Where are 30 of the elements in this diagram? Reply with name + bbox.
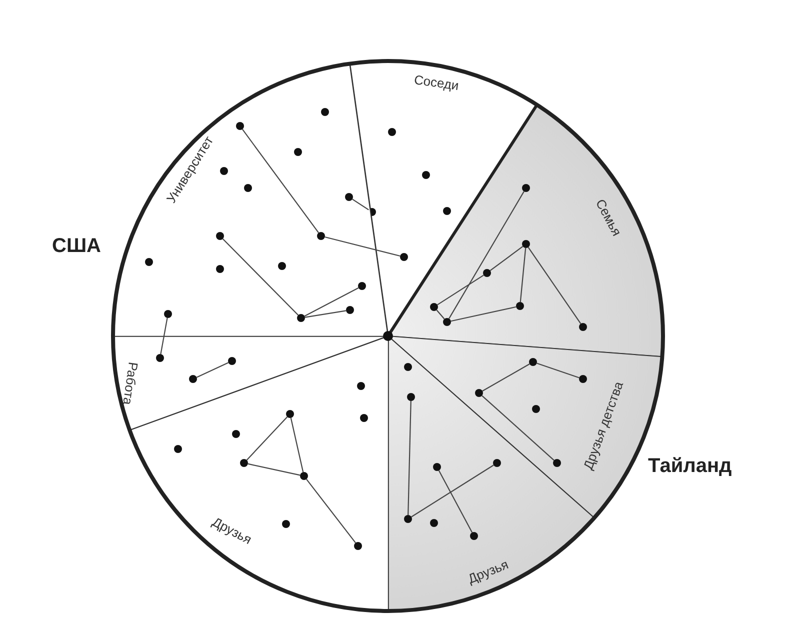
connection-line (482, 395, 554, 461)
connection-line (438, 470, 473, 533)
connection-line (306, 478, 356, 544)
connection-line (324, 236, 400, 257)
sector-label: Работа (120, 360, 140, 406)
connection-line (290, 418, 304, 472)
connection-line (160, 318, 168, 354)
connection-line (222, 238, 299, 316)
sector-label: Друзья детства (580, 379, 626, 471)
connection-line (304, 310, 346, 318)
connection-line (304, 287, 359, 317)
connection-line (408, 400, 412, 516)
country-label: США (52, 235, 101, 258)
connection-line (520, 248, 526, 302)
sector-label: Соседи (414, 71, 460, 93)
connection-line (436, 310, 445, 320)
country-label: Тайланд (648, 455, 732, 478)
connection-line (411, 464, 494, 518)
connection-line (536, 362, 580, 378)
connection-line (352, 198, 369, 210)
connection-line (196, 362, 229, 378)
connection-line (450, 306, 516, 322)
connection-line (246, 416, 288, 460)
connection-line (248, 463, 300, 476)
connection-line (242, 128, 320, 234)
connection-line (482, 364, 530, 392)
connection-line (490, 246, 524, 272)
connection-line (528, 246, 582, 324)
connection-line (448, 191, 524, 319)
connection-line (437, 274, 484, 306)
